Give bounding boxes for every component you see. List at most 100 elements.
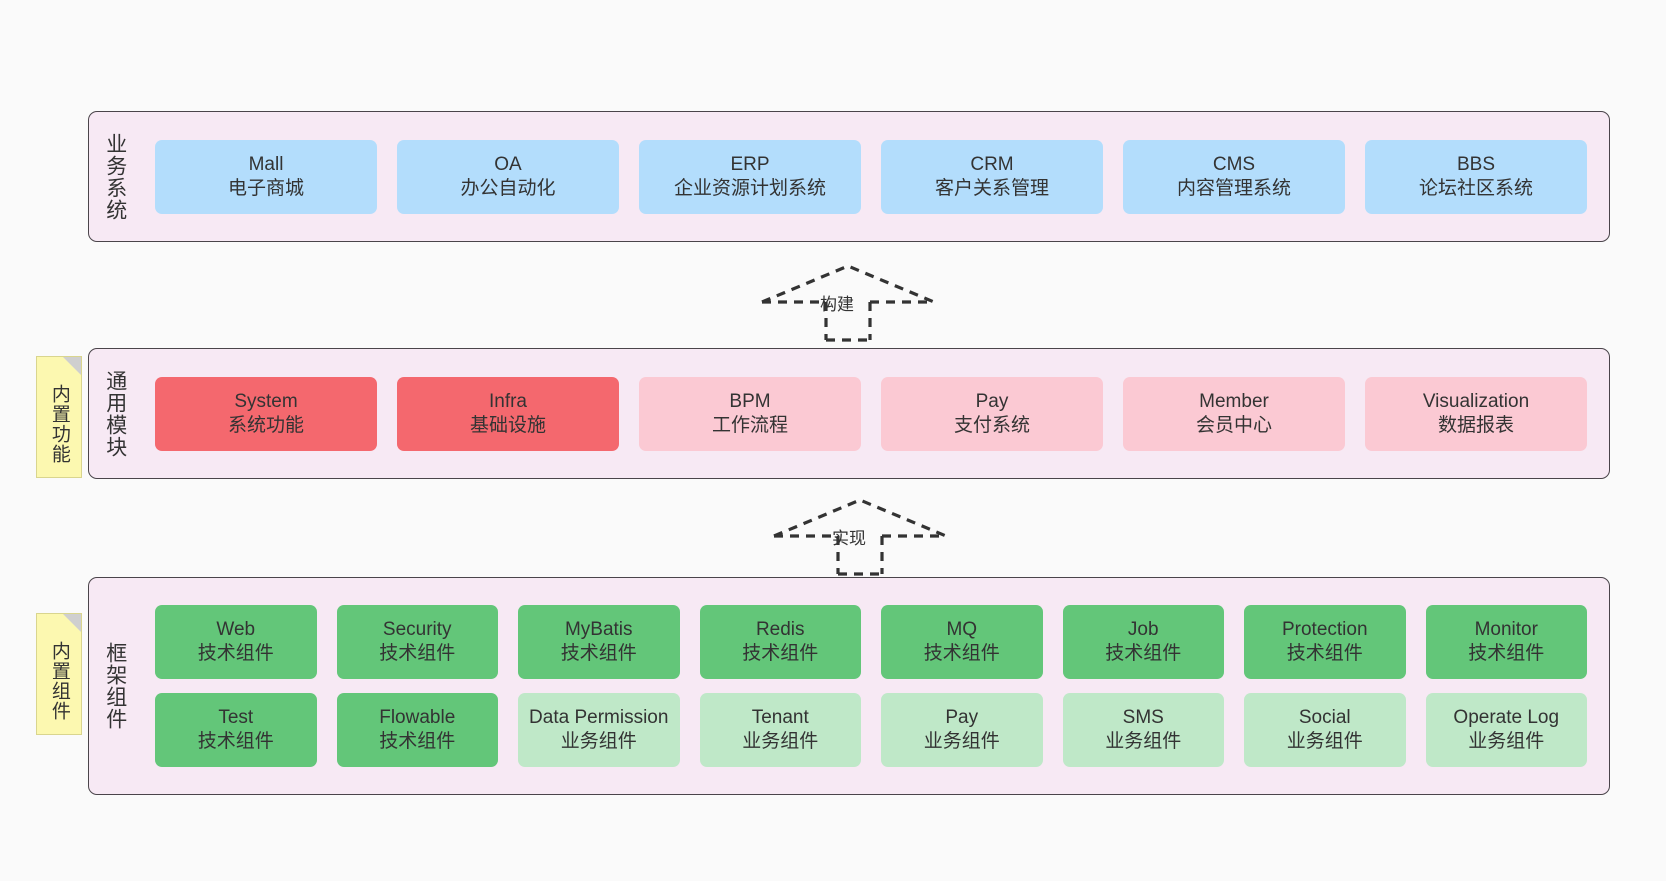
node-job-en: Job <box>1127 619 1159 641</box>
node-bpm-en: BPM <box>729 390 771 412</box>
node-job-cn: 技术组件 <box>1105 643 1182 664</box>
node-protection-en: Protection <box>1281 619 1368 641</box>
node-pay-module-en: Pay <box>975 390 1009 412</box>
framework-tech-row: Web 技术组件 Security 技术组件 MyBatis 技术组件 Redi… <box>145 605 1597 679</box>
node-mall-cn: 电子商城 <box>227 177 304 199</box>
node-tenant-en: Tenant <box>751 707 809 729</box>
layer-title-common-module: 通用模块 <box>103 369 127 458</box>
node-oa-en: OA <box>494 153 522 175</box>
node-data-permission[interactable]: Data Permission 业务组件 <box>518 693 680 767</box>
node-tenant-cn: 业务组件 <box>742 731 819 752</box>
note-fold-corner-icon-2 <box>63 614 81 632</box>
node-social-cn: 业务组件 <box>1286 731 1363 752</box>
connector-build-label: 构建 <box>820 295 854 314</box>
node-infra[interactable]: Infra 基础设施 <box>397 376 619 451</box>
node-operate-log-en: Operate Log <box>1453 707 1560 729</box>
node-cms-en: CMS <box>1212 153 1256 175</box>
layer-framework-component[interactable]: 框架组件 Web 技术组件 Security 技术组件 MyBatis 技术组件… <box>88 577 1610 795</box>
node-pay-module[interactable]: Pay 支付系统 <box>881 376 1103 451</box>
node-job[interactable]: Job 技术组件 <box>1062 605 1224 679</box>
node-crm-cn: 客户关系管理 <box>934 177 1049 199</box>
node-infra-cn: 基础设施 <box>469 414 546 436</box>
node-erp-cn: 企业资源计划系统 <box>673 177 826 199</box>
note-builtin-function-label: 内置功能 <box>48 384 70 464</box>
node-mybatis-cn: 技术组件 <box>560 643 637 664</box>
note-builtin-component-label: 内置组件 <box>48 641 70 721</box>
node-redis-en: Redis <box>755 619 805 641</box>
node-visualization-en: Visualization <box>1422 390 1530 412</box>
node-pay-module-cn: 支付系统 <box>953 414 1030 436</box>
node-security-cn: 技术组件 <box>379 643 456 664</box>
node-system-cn: 系统功能 <box>227 414 304 436</box>
node-bpm-cn: 工作流程 <box>711 414 788 436</box>
layer-body-framework-component: Web 技术组件 Security 技术组件 MyBatis 技术组件 Redi… <box>141 578 1609 794</box>
node-erp-en: ERP <box>730 153 770 175</box>
note-builtin-function: 内置功能 <box>36 356 82 478</box>
node-operate-log[interactable]: Operate Log 业务组件 <box>1425 693 1587 767</box>
node-sms[interactable]: SMS 业务组件 <box>1062 693 1224 767</box>
node-security-en: Security <box>382 619 452 641</box>
node-mall-en: Mall <box>248 153 284 175</box>
node-web-cn: 技术组件 <box>197 643 274 664</box>
layer-common-module[interactable]: 通用模块 System 系统功能 Infra 基础设施 BPM 工作流程 Pay… <box>88 348 1610 479</box>
node-visualization[interactable]: Visualization 数据报表 <box>1365 376 1587 451</box>
node-operate-log-cn: 业务组件 <box>1468 731 1545 752</box>
node-bbs[interactable]: BBS 论坛社区系统 <box>1365 139 1587 214</box>
node-protection[interactable]: Protection 技术组件 <box>1244 605 1406 679</box>
node-bbs-en: BBS <box>1456 153 1496 175</box>
node-mall[interactable]: Mall 电子商城 <box>155 139 377 214</box>
node-cms-cn: 内容管理系统 <box>1176 177 1291 199</box>
node-bpm[interactable]: BPM 工作流程 <box>639 376 861 451</box>
node-visualization-cn: 数据报表 <box>1437 414 1514 436</box>
node-redis[interactable]: Redis 技术组件 <box>699 605 861 679</box>
node-monitor[interactable]: Monitor 技术组件 <box>1425 605 1587 679</box>
node-redis-cn: 技术组件 <box>742 643 819 664</box>
node-flowable-en: Flowable <box>379 707 456 729</box>
node-pay-component-cn: 业务组件 <box>923 731 1000 752</box>
node-social-en: Social <box>1298 707 1351 729</box>
node-sms-cn: 业务组件 <box>1105 731 1182 752</box>
connector-build: 构建 <box>758 264 938 342</box>
node-mq[interactable]: MQ 技术组件 <box>881 605 1043 679</box>
node-pay-component[interactable]: Pay 业务组件 <box>881 693 1043 767</box>
connector-implement: 实现 <box>770 498 950 576</box>
node-member-cn: 会员中心 <box>1195 414 1272 436</box>
node-web[interactable]: Web 技术组件 <box>155 605 317 679</box>
layer-body-common-module: System 系统功能 Infra 基础设施 BPM 工作流程 Pay 支付系统… <box>141 349 1609 478</box>
node-member-en: Member <box>1199 390 1269 412</box>
layer-body-business-system: Mall 电子商城 OA 办公自动化 ERP 企业资源计划系统 CRM 客户关系… <box>141 112 1609 241</box>
node-flowable-cn: 技术组件 <box>379 731 456 752</box>
node-sms-en: SMS <box>1122 707 1164 729</box>
node-crm-en: CRM <box>970 153 1014 175</box>
node-system[interactable]: System 系统功能 <box>155 376 377 451</box>
layer-title-framework-component: 框架组件 <box>103 642 127 730</box>
node-monitor-en: Monitor <box>1474 619 1538 641</box>
node-mybatis[interactable]: MyBatis 技术组件 <box>518 605 680 679</box>
node-test[interactable]: Test 技术组件 <box>155 693 317 767</box>
node-oa-cn: 办公自动化 <box>460 177 556 199</box>
layer-title-business-system: 业务系统 <box>103 132 127 221</box>
node-oa[interactable]: OA 办公自动化 <box>397 139 619 214</box>
layer-business-system[interactable]: 业务系统 Mall 电子商城 OA 办公自动化 ERP 企业资源计划系统 CRM… <box>88 111 1610 242</box>
node-protection-cn: 技术组件 <box>1286 643 1363 664</box>
note-fold-corner-icon <box>63 357 81 375</box>
node-tenant[interactable]: Tenant 业务组件 <box>699 693 861 767</box>
node-mybatis-en: MyBatis <box>564 619 633 641</box>
node-erp[interactable]: ERP 企业资源计划系统 <box>639 139 861 214</box>
node-system-en: System <box>234 390 298 412</box>
node-mq-cn: 技术组件 <box>923 643 1000 664</box>
framework-business-row: Test 技术组件 Flowable 技术组件 Data Permission … <box>145 693 1597 767</box>
node-crm[interactable]: CRM 客户关系管理 <box>881 139 1103 214</box>
node-social[interactable]: Social 业务组件 <box>1244 693 1406 767</box>
node-mq-en: MQ <box>946 619 978 641</box>
node-flowable[interactable]: Flowable 技术组件 <box>336 693 498 767</box>
node-infra-en: Infra <box>488 390 528 412</box>
node-data-permission-en: Data Permission <box>529 707 669 729</box>
node-test-en: Test <box>218 707 254 729</box>
connector-implement-label: 实现 <box>832 529 866 548</box>
node-cms[interactable]: CMS 内容管理系统 <box>1123 139 1345 214</box>
node-security[interactable]: Security 技术组件 <box>336 605 498 679</box>
note-builtin-component: 内置组件 <box>36 613 82 735</box>
node-member[interactable]: Member 会员中心 <box>1123 376 1345 451</box>
